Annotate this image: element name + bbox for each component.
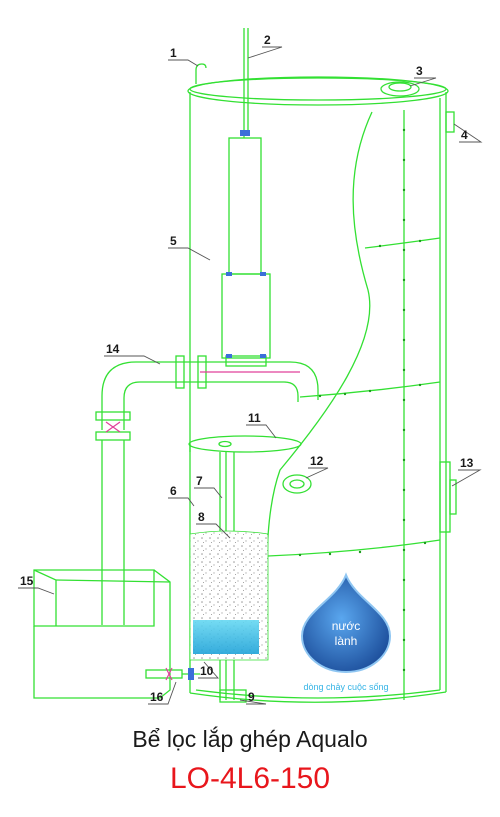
callout-9: 9	[248, 690, 255, 704]
callout-16: 16	[150, 690, 164, 704]
nuoc-lanh-logo: nước lành dòng chảy cuộc sống	[300, 572, 392, 692]
callout-7: 7	[196, 474, 203, 488]
callout-12: 12	[310, 454, 324, 468]
rivets	[298, 128, 427, 672]
callout-14: 14	[106, 342, 120, 356]
callout-4: 4	[461, 128, 468, 142]
cartridge-layer	[193, 620, 259, 654]
bolts	[188, 130, 266, 680]
leader-lines	[18, 46, 483, 705]
callout-labels: 1 2 3 4 5 6 7 8 9 10 11 12 13 14 15 16	[20, 33, 474, 704]
diagram-title: Bể lọc lắp ghép Aqualo	[132, 726, 368, 752]
callout-8: 8	[198, 510, 205, 524]
callout-15: 15	[20, 574, 34, 588]
model-number: LO-4L6-150	[169, 762, 331, 795]
callout-11: 11	[248, 411, 261, 425]
valves	[105, 371, 300, 681]
callout-1: 1	[170, 46, 177, 60]
logo-line-1: nước	[332, 619, 361, 633]
callout-6: 6	[170, 484, 177, 498]
logo-line-2: lành	[335, 634, 358, 648]
callout-5: 5	[170, 234, 177, 248]
logo-slogan: dòng chảy cuộc sống	[303, 682, 388, 692]
callout-13: 13	[460, 456, 474, 470]
callout-3: 3	[416, 64, 423, 78]
water-drop-icon	[300, 572, 392, 674]
callout-10: 10	[200, 664, 214, 678]
callout-2: 2	[264, 33, 271, 47]
